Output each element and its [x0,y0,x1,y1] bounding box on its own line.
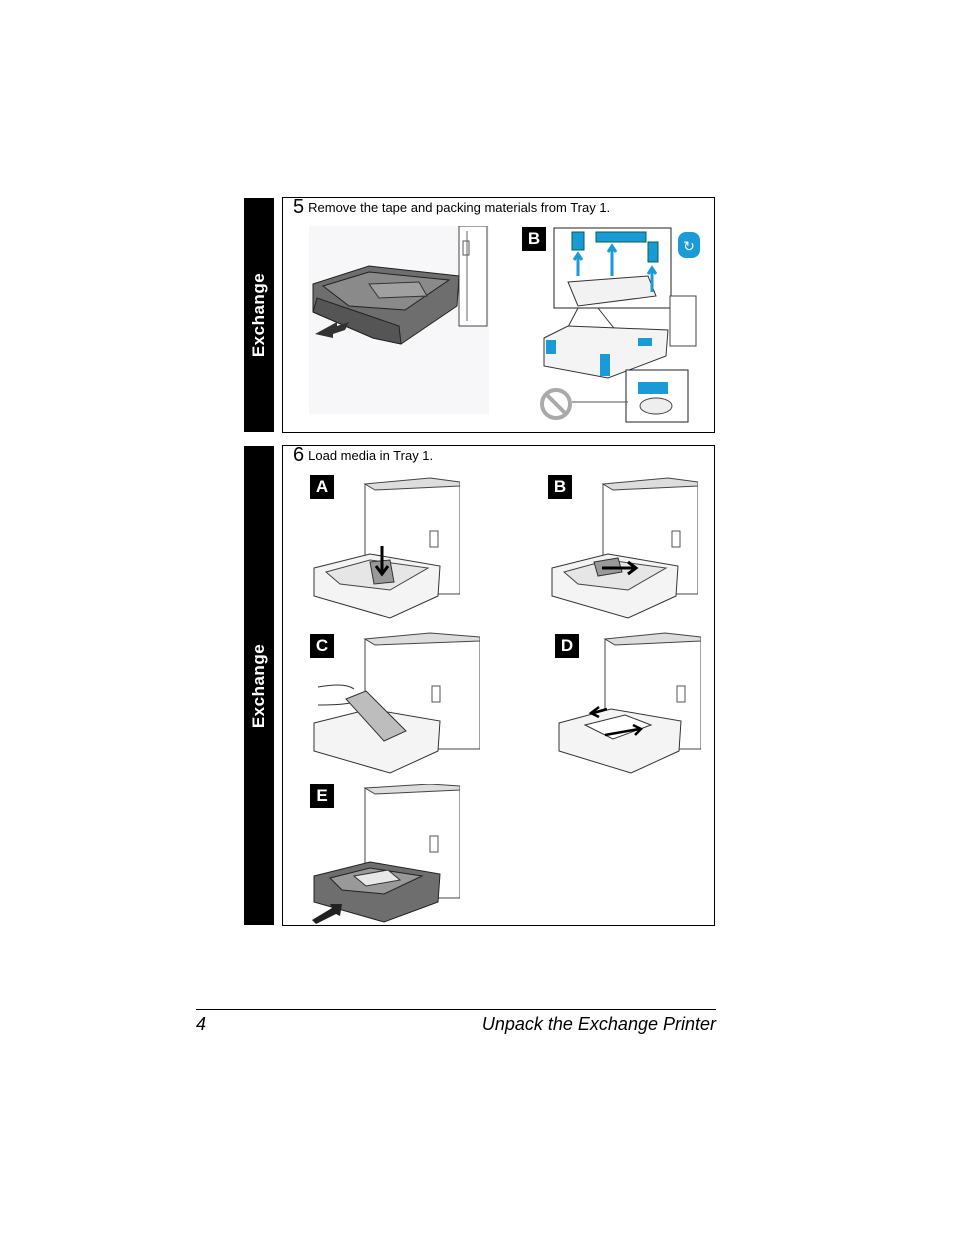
step6-sidebar-label: Exchange [249,643,269,727]
push-tray-in-icon [310,784,460,924]
adjust-length-guide-icon [548,476,698,621]
step5-sidebar-label: Exchange [249,273,269,357]
step6-number: 6 [293,444,304,466]
adjust-width-guides-icon [555,631,701,776]
step6-text: Load media in Tray 1. [308,448,433,463]
step5-heading: 5 Remove the tape and packing materials f… [293,196,610,219]
packing-materials-icon: ↻ [538,226,708,426]
tray-pull-out-icon [309,226,489,414]
step5-text: Remove the tape and packing materials fr… [308,200,610,215]
step5-number: 5 [293,196,304,218]
page-number: 4 [196,1014,206,1035]
footer-title: Unpack the Exchange Printer [482,1014,716,1035]
insert-paper-icon [310,631,480,776]
footer-rule [196,1009,716,1010]
step6-heading: 6 Load media in Tray 1. [293,444,433,467]
svg-text:↻: ↻ [683,238,695,254]
step5-box: 5 Remove the tape and packing materials f… [282,197,715,433]
step6-sidebar: Exchange [244,446,274,925]
press-plate-down-icon [310,476,460,621]
step5-sidebar: Exchange [244,198,274,432]
